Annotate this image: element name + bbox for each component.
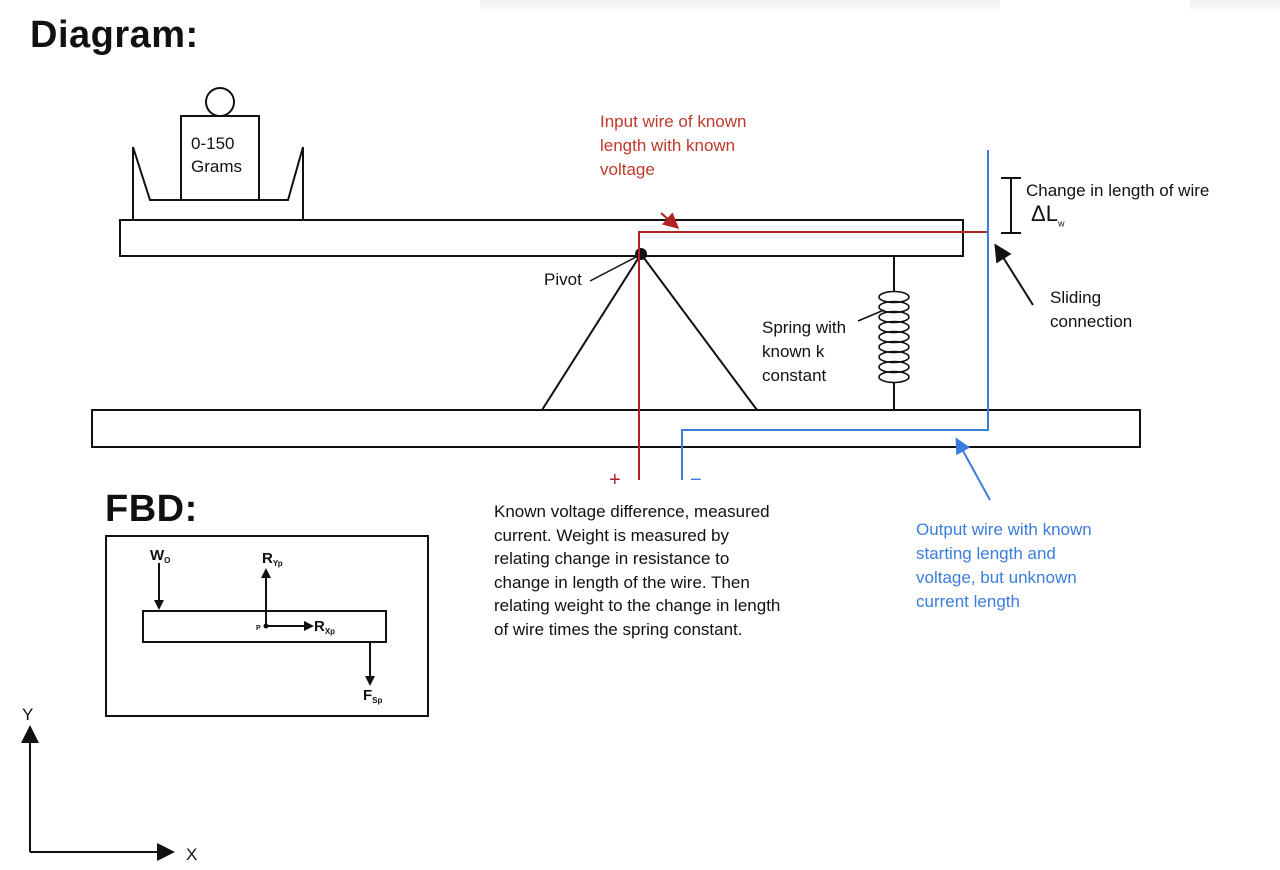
fbd-pivot-label: P xyxy=(256,625,261,632)
weight-box xyxy=(180,115,260,201)
fbd-ry-label: RYp xyxy=(262,550,283,568)
fbd-beam xyxy=(142,610,387,643)
spring-leader xyxy=(857,309,885,322)
base-plate xyxy=(91,409,1141,448)
minus-terminal: − xyxy=(690,469,702,491)
output-wire-arrow xyxy=(955,437,991,501)
plus-terminal: + xyxy=(609,469,621,491)
fbd-pivot-dot xyxy=(263,623,269,629)
input-wire xyxy=(638,231,988,480)
pivot-support-right xyxy=(640,253,758,411)
fbd-wo-label: WO xyxy=(150,547,170,565)
lever-beam xyxy=(119,219,964,257)
y-axis-label: Y xyxy=(22,705,33,724)
top-shadow xyxy=(480,0,1000,14)
output-wire xyxy=(681,150,989,480)
top-shadow-right xyxy=(1190,0,1280,14)
delta-lw-label: ΔLw xyxy=(1031,201,1065,229)
sliding-connection-arrow xyxy=(994,243,1034,306)
pivot-label: Pivot xyxy=(544,270,582,289)
sliding-connection-label: Sliding connection xyxy=(1050,288,1133,331)
fbd-heading: FBD: xyxy=(105,488,198,530)
x-axis-label: X xyxy=(186,845,197,864)
pivot-point xyxy=(635,248,647,260)
input-wire-arrow xyxy=(660,212,680,229)
spring-label: Spring with known k constant xyxy=(762,318,847,385)
fbd-fs-label: FSp xyxy=(363,687,383,705)
pivot-support-left xyxy=(541,253,642,411)
output-wire-label: Output wire with known starting length a… xyxy=(916,520,1092,611)
spring-coil xyxy=(878,290,910,384)
explanation-text: Known voltage difference, measured curre… xyxy=(494,502,781,639)
weight-ring xyxy=(205,87,235,117)
pivot-leader xyxy=(589,256,637,282)
change-in-length-label: Change in length of wire xyxy=(1026,181,1210,200)
fbd-rx-label: RXp xyxy=(314,618,335,636)
diagram-heading: Diagram: xyxy=(30,14,199,56)
input-wire-label: Input wire of known length with known vo… xyxy=(600,112,747,179)
